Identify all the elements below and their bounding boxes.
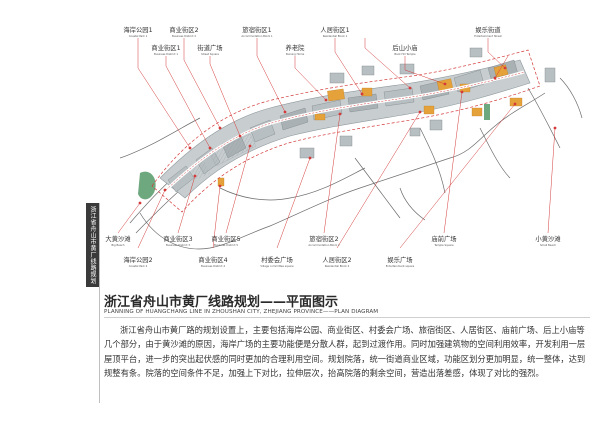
svg-text:海岸公园1: 海岸公园1 bbox=[123, 25, 152, 34]
svg-text:旅宿街区2: 旅宿街区2 bbox=[309, 234, 338, 243]
svg-text:Coastal Park 1: Coastal Park 1 bbox=[129, 34, 148, 38]
svg-text:村委会广场: 村委会广场 bbox=[261, 255, 292, 264]
svg-text:商业街区2: 商业街区2 bbox=[169, 25, 198, 34]
svg-text:人居街区2: 人居街区2 bbox=[322, 255, 351, 264]
label-hostel-2: 旅宿街区2 Accommodation Block 2 bbox=[308, 234, 340, 247]
page-subtitle: PLANNING OF HUANGCHANG LINE IN ZHOUSHAN … bbox=[104, 309, 379, 315]
label-hostel-1: 旅宿街区1 Accommodation Block 1 bbox=[241, 25, 273, 38]
label-big-beach: 大黄沙滩 Big Beach bbox=[105, 234, 131, 247]
label-ent-square: 娱乐广场 Entertainment square bbox=[386, 255, 415, 268]
side-tab-label: 浙江省舟山市黄厂线路规划 bbox=[89, 206, 96, 284]
label-business-3: 商业街区3 Business District 3 bbox=[163, 234, 192, 247]
svg-text:Business District 4: Business District 4 bbox=[201, 264, 225, 268]
label-elder-home: 养老院 Nursing Home bbox=[286, 43, 306, 56]
label-small-beach: 小黄沙滩 Small Beach bbox=[535, 234, 561, 247]
label-seaside-park-2: 海岸公园2 Coastal Park 2 bbox=[123, 255, 152, 268]
svg-text:海岸公园2: 海岸公园2 bbox=[123, 255, 152, 264]
page-title: 浙江省舟山市黄厂线路规划——平面图示 bbox=[104, 295, 339, 310]
planning-boundary bbox=[151, 49, 541, 213]
svg-text:Entertainment Street: Entertainment Street bbox=[474, 34, 501, 38]
svg-text:Nursing Home: Nursing Home bbox=[286, 52, 305, 56]
label-business-2: 商业街区2 Business District 2 bbox=[169, 25, 198, 38]
svg-text:Residential Block 2: Residential Block 2 bbox=[325, 264, 350, 268]
description-paragraph: 浙江省舟山市黄厂路的规划设置上，主要包括海岸公园、商业街区、村委会广场、旅宿街区… bbox=[104, 325, 586, 379]
svg-text:商业街区5: 商业街区5 bbox=[211, 234, 240, 243]
label-business-4: 商业街区4 Business District 4 bbox=[198, 255, 227, 268]
svg-text:庙前广场: 庙前广场 bbox=[431, 234, 456, 243]
svg-text:养老院: 养老院 bbox=[286, 43, 306, 52]
leader-lines bbox=[117, 38, 556, 249]
svg-text:Big Beach: Big Beach bbox=[111, 243, 124, 247]
svg-text:Small Beach: Small Beach bbox=[540, 243, 556, 247]
label-back-temple: 后山小庙 Back Hill Temple bbox=[392, 43, 417, 56]
side-divider bbox=[99, 203, 100, 403]
svg-text:Back Hill Temple: Back Hill Temple bbox=[394, 52, 416, 56]
svg-text:Accommodation Block 2: Accommodation Block 2 bbox=[308, 243, 340, 247]
svg-text:娱乐街道: 娱乐街道 bbox=[475, 25, 501, 34]
label-street-square: 街道广场 Street Square bbox=[197, 43, 222, 56]
svg-text:街道广场: 街道广场 bbox=[197, 43, 222, 52]
label-residence-2: 人居街区2 Residential Block 2 bbox=[322, 255, 351, 268]
svg-text:旅宿街区1: 旅宿街区1 bbox=[242, 25, 271, 34]
svg-text:Business District 2: Business District 2 bbox=[172, 34, 196, 38]
svg-text:人居街区1: 人居街区1 bbox=[320, 25, 349, 34]
svg-text:Temple Square: Temple Square bbox=[434, 243, 454, 247]
svg-text:Coastal Park 2: Coastal Park 2 bbox=[129, 264, 148, 268]
svg-text:商业街区1: 商业街区1 bbox=[151, 43, 180, 52]
label-business-1: 商业街区1 Business District 1 bbox=[151, 43, 180, 56]
title-divider bbox=[104, 317, 590, 318]
svg-text:小黄沙滩: 小黄沙滩 bbox=[535, 234, 561, 243]
svg-text:商业街区3: 商业街区3 bbox=[163, 234, 192, 243]
label-seaside-park-1: 海岸公园1 Coastal Park 1 bbox=[123, 25, 152, 38]
svg-text:后山小庙: 后山小庙 bbox=[392, 43, 417, 52]
label-village-square: 村委会广场 Village committee square bbox=[260, 255, 294, 268]
svg-text:Accommodation Block 1: Accommodation Block 1 bbox=[241, 34, 273, 38]
svg-text:商业街区4: 商业街区4 bbox=[198, 255, 227, 264]
svg-text:Business District 1: Business District 1 bbox=[154, 52, 178, 56]
svg-text:Business District 5: Business District 5 bbox=[214, 243, 238, 247]
side-tab: 浙江省舟山市黄厂线路规划 bbox=[86, 203, 99, 287]
label-ent-street: 娱乐街道 Entertainment Street bbox=[474, 25, 501, 38]
svg-text:Business District 3: Business District 3 bbox=[166, 243, 190, 247]
svg-text:娱乐广场: 娱乐广场 bbox=[387, 255, 412, 264]
svg-text:大黄沙滩: 大黄沙滩 bbox=[105, 234, 131, 243]
label-residence-1: 人居街区1 Residential Block 1 bbox=[320, 25, 349, 38]
plan-diagram: 海岸公园1 Coastal Park 1 商业街区2 Business Dist… bbox=[105, 25, 583, 268]
leader-dots bbox=[138, 66, 557, 205]
svg-text:Street Square: Street Square bbox=[201, 52, 219, 56]
svg-text:Residential Block 1: Residential Block 1 bbox=[323, 34, 348, 38]
svg-text:Village committee square: Village committee square bbox=[260, 264, 294, 268]
label-business-5: 商业街区5 Business District 5 bbox=[211, 234, 240, 247]
label-temple-square: 庙前广场 Temple Square bbox=[431, 234, 456, 247]
svg-text:Entertainment square: Entertainment square bbox=[386, 264, 415, 268]
